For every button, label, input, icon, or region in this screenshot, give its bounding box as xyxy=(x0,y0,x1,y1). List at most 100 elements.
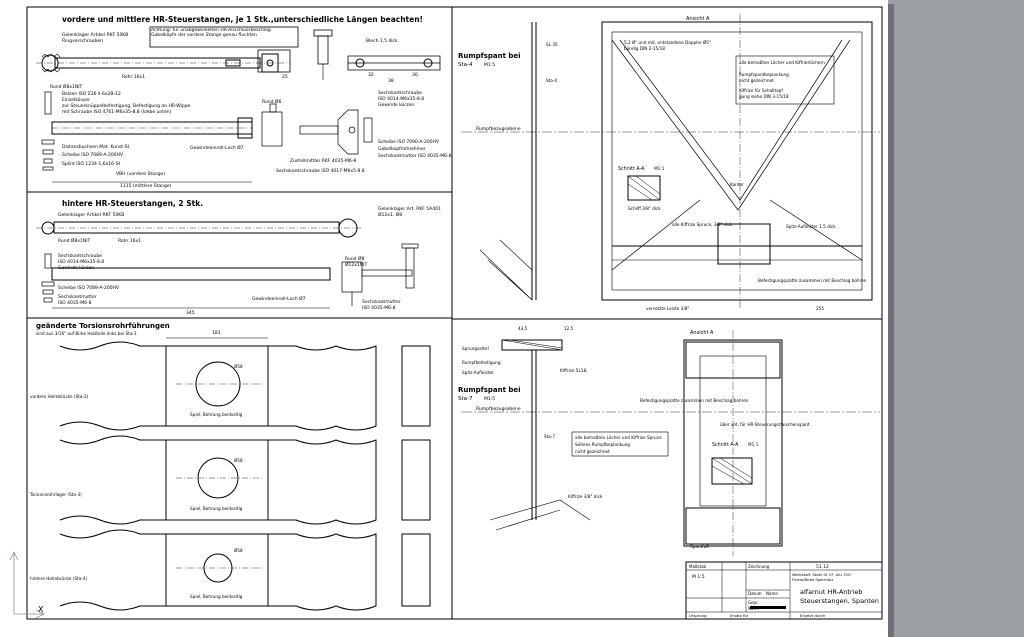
tr-title-2: Sta-4 xyxy=(458,62,473,68)
label-mutter-2: Sechskantschraube ISO 4017-M6x5-8.8 xyxy=(276,168,365,174)
label-distanz: Distanzbuchsen Mat. Kunst-St xyxy=(62,144,130,150)
guide-3-dia: Ø58 xyxy=(234,548,243,553)
guide-2-side xyxy=(401,439,431,521)
dim-d2: 32 xyxy=(368,72,374,78)
drawing-frame xyxy=(26,6,883,620)
dim-d1: 25 xyxy=(282,74,288,80)
label-rohr: Rohr 16x1 xyxy=(122,74,145,80)
guide-2-note: Spiel, Bohrung beidseitig xyxy=(190,506,243,511)
tr-note-6: Kiffrize für Schalltopf xyxy=(739,88,783,93)
label-rear-gelenklager: Gelenklager Artikel RKF 50KB xyxy=(58,212,124,218)
br-label-befest: Befestigungsplatte zusammen mit Beschlag… xyxy=(640,398,749,403)
ucs-icon: X xyxy=(9,551,45,619)
label-rear-rohr: Rohr 16x1 xyxy=(118,238,141,244)
note-box xyxy=(149,26,299,48)
guide-1-note: Spiel, Bohrung beidseitig xyxy=(190,412,243,417)
label-gelenklager-2: Ringverschrauben xyxy=(62,38,103,44)
tr-scale: M1:5 xyxy=(484,62,495,68)
tr-axis-label: Rumpfbezugsebene xyxy=(476,126,521,132)
guide-3-note: Spiel, Bohrung beidseitig xyxy=(190,594,243,599)
tb-field-name: Name xyxy=(766,591,778,596)
br-section-scale: M1:1 xyxy=(748,442,759,447)
label-bolzen-1: Bolzen ISO Z36 ll-6x2B-12 xyxy=(62,91,121,97)
tb-footer-left: Ursprung xyxy=(689,613,707,618)
label-zustell: Zustellmittler RKF 4035-M6-8 xyxy=(290,158,356,164)
br-dim-2: 12,5 xyxy=(564,326,574,331)
svg-text:X: X xyxy=(38,605,44,614)
label-bolzen-3: zur Steuerknüppelbefestigung, Befestigun… xyxy=(62,103,191,109)
tr-section-rect xyxy=(627,175,661,201)
fork-detail xyxy=(261,103,373,155)
label-bolzen-2: Einzelkörper xyxy=(62,97,90,103)
label-scheibe-1: Scheibe ISO 7089-A-200HV xyxy=(62,152,124,158)
sta4-side-bracket xyxy=(479,239,533,301)
tr-view: Ansicht A xyxy=(686,16,710,22)
br-note-1: alle bemaßten Löcher und Kiffrize Spruce xyxy=(575,435,662,440)
tb-scale: M 1:5 xyxy=(692,574,705,580)
label-rear-sechskant: Sechskantschraube xyxy=(58,253,102,259)
bolt-stack xyxy=(41,91,55,171)
title-block-frame xyxy=(685,561,883,620)
label-gabelkopf: Gabelkopfmitnehmer xyxy=(378,146,426,152)
label-rear-mutter-4: ISO 4035-M6-8 xyxy=(362,305,396,311)
label-sechskant: Sechskantschraube xyxy=(378,90,422,96)
tr-note-4: Rumpfspantbeplankung xyxy=(739,72,789,77)
title-block: Maßstab Zeichnung Datum Name Gepr. Norm … xyxy=(685,561,883,620)
frame-sta4-outline xyxy=(601,21,873,301)
dim-d3: 38 xyxy=(388,78,394,84)
guide-3-plate xyxy=(165,533,269,607)
br-label-sprung: Sprungsattel xyxy=(462,346,489,351)
label-gelenklager: Gelenklager Artikel RKF 50KB xyxy=(62,32,128,38)
tb-footer-right: Ersetzt durch xyxy=(800,613,826,618)
label-vbh: VBH (vordere Stange) xyxy=(116,171,165,177)
label-rund: Rund Ø8x1NIT xyxy=(50,83,83,90)
panel-ml-title: hintere HR-Steuerstangen, 2 Stk. xyxy=(62,199,203,208)
tr-note-2: bündig DIN 2-15/18 xyxy=(624,46,665,51)
label-splint: Splint ISO 1234-1,6x16-St xyxy=(62,161,121,167)
br-view: Ansicht A xyxy=(690,330,714,336)
panel-rear-control-rods: hintere HR-Steuerstangen, 2 Stk. Gelenkl… xyxy=(36,199,441,316)
label-rear-mutter: Sechskantmutter xyxy=(58,294,97,300)
tb-filled-bar xyxy=(750,606,786,609)
br-axis-label: Rumpfbezugsebene xyxy=(476,406,521,412)
frame-sta7-top-block xyxy=(685,341,781,379)
br-section-rect xyxy=(711,457,753,485)
label-sechskant-3: Gewinde kürzen xyxy=(378,102,414,108)
frame-sta4-inner xyxy=(611,31,863,291)
panel-bl-title: geänderte Torsionsrohrführungen xyxy=(36,322,170,330)
guide-row-2: Torsionsrohrlager (Sta-3) Spiel, Bohrung… xyxy=(29,435,431,525)
br-scale: M1:5 xyxy=(484,396,495,402)
tr-label-sl35: SL 35 xyxy=(546,42,558,47)
panel-frame-sta4: Rumpfspant bei Sta-4 M1:5 Ansicht A Rump… xyxy=(458,14,880,311)
tb-field-date: Datum xyxy=(748,591,762,596)
label-rear-sechskant-2: ISO 4014-M6x35-8.8 xyxy=(58,259,104,265)
label-rear-gelenk-2: Gelenklager Art. RKF 5A401 xyxy=(378,206,441,212)
tr-label-sta4: Sta-4 xyxy=(546,78,557,83)
label-rear-rund: Rund Ø8x1NIT xyxy=(58,237,91,244)
tr-label-spitz: Spitz-Aufleister 1.5 dick xyxy=(786,224,836,229)
tr-title-1: Rumpfspant bei xyxy=(458,52,521,60)
br-label-holm: Spitz-Aufleister xyxy=(462,370,494,375)
label-blech: Blech 1,5 dick xyxy=(366,38,398,44)
label-rear-mutter-3: Sechskantmutter xyxy=(362,299,401,305)
panel-tl-title: vordere und mittlere HR-Steuerstangen, j… xyxy=(62,15,423,24)
br-label-sl: Kiffrize 5L18, xyxy=(560,368,587,373)
tb-field-scale: Maßstab xyxy=(689,564,707,569)
tr-label-befest: Befestigungsplatte zusammen mit Beschlag… xyxy=(758,278,867,283)
label-scheibe-2: Scheibe ISO 7090-A-200HV xyxy=(378,139,440,145)
rear-rod-lower xyxy=(51,267,331,281)
label-rundrb: Rund Ø8 xyxy=(345,255,364,262)
guide-1-side xyxy=(401,345,431,427)
guide-1-dia: Ø58 xyxy=(234,364,243,369)
guide-2-plate xyxy=(165,439,269,521)
tb-footer-mid: Ersatz für xyxy=(730,613,749,618)
rear-clevis-detail xyxy=(341,243,419,306)
tr-note-3: alle bemaßten Löcher und Kiffrierlöchern xyxy=(739,60,825,65)
plate-hole-1 xyxy=(355,58,365,68)
label-bolzen-4: mit Schraube ISO 4761-M6x35-8.8 (klebe u… xyxy=(62,109,172,115)
guide-1-label: vordere Holmbrücke (Sta-2) xyxy=(30,394,89,399)
guide-row-3: hintere Holmbrücke (Sta-4) Spiel, Bohrun… xyxy=(30,529,431,611)
note-box-text: Achtung: für unabgewinkelten HR-Anschlus… xyxy=(151,28,271,38)
tr-section: Schnitt A-A xyxy=(618,166,645,172)
